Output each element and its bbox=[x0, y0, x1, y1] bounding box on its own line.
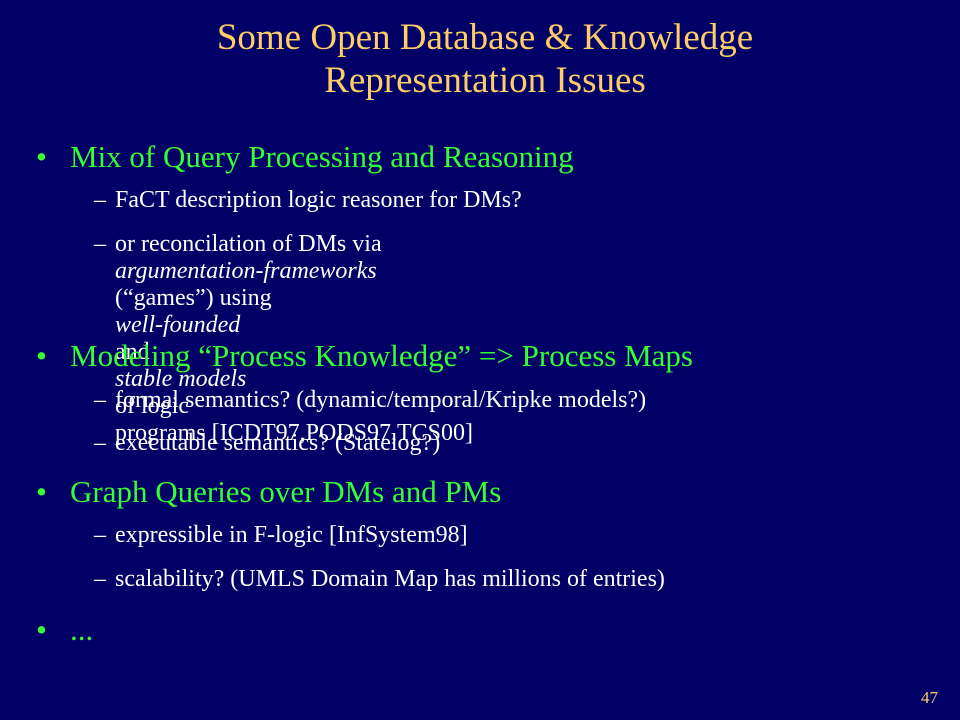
sub-item-line: or reconcilation of DMs via argumentatio… bbox=[115, 231, 382, 284]
sub-item-text: FaCT description logic reasoner for DMs? bbox=[115, 187, 522, 213]
slide-title: Some Open Database & Knowledge Represent… bbox=[0, 16, 960, 102]
sub-item-line: (“games”) using well-founded and stable … bbox=[115, 285, 272, 419]
dash-icon: – bbox=[94, 522, 106, 548]
emphasis-text: well-founded bbox=[115, 312, 241, 338]
slide-title-line-1: Some Open Database & Knowledge bbox=[216, 17, 754, 58]
bullet-text: ... bbox=[70, 612, 94, 647]
dash-icon: – bbox=[94, 187, 106, 213]
sub-item-text: expressible in F-logic [InfSystem98] bbox=[115, 522, 468, 548]
sub-item-line: programs [ICDT97,PODS97,TCS00] bbox=[115, 420, 473, 446]
bullet-text: Modeling “Process Knowledge” => Process … bbox=[70, 338, 693, 373]
sub-item-text: or reconcilation of DMs via argumentatio… bbox=[115, 231, 473, 447]
emphasis-text: argumentation-frameworks bbox=[115, 258, 377, 284]
bullet-icon: • bbox=[36, 338, 47, 373]
slide-title-line-2: Representation Issues bbox=[324, 60, 646, 101]
bullet-icon: • bbox=[36, 139, 47, 174]
sub-item-text: executable semantics? (Statelog?) bbox=[115, 430, 441, 456]
dash-icon: – bbox=[94, 231, 106, 257]
emphasis-text: stable models bbox=[115, 366, 247, 392]
dash-icon: – bbox=[94, 566, 106, 592]
bullet-icon: • bbox=[36, 612, 47, 647]
bullet-text: Graph Queries over DMs and PMs bbox=[70, 474, 502, 509]
page-number: 47 bbox=[921, 688, 938, 707]
dash-icon: – bbox=[94, 387, 106, 413]
bullet-text: Mix of Query Processing and Reasoning bbox=[70, 139, 574, 174]
sub-item-text: scalability? (UMLS Domain Map has millio… bbox=[115, 566, 665, 592]
sub-item-text: formal semantics? (dynamic/temporal/Krip… bbox=[115, 387, 647, 413]
dash-icon: – bbox=[94, 430, 106, 456]
bullet-icon: • bbox=[36, 474, 47, 509]
